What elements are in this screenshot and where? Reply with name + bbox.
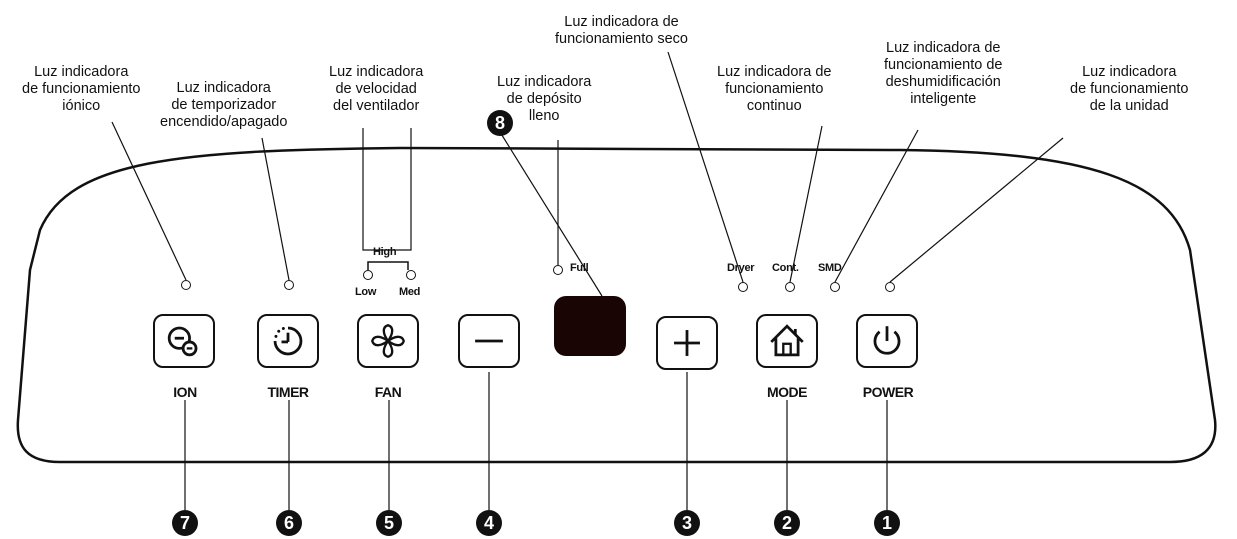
number-marker: 2	[774, 510, 800, 536]
leader-continuous	[789, 125, 823, 283]
timer-icon	[273, 326, 303, 356]
callout-line: Luz indicadora de	[717, 64, 832, 80]
minus-button[interactable]	[458, 314, 520, 368]
callout-line: del ventilador	[333, 98, 420, 114]
ion-button[interactable]	[153, 314, 215, 368]
power-button[interactable]	[856, 314, 918, 368]
leader-dryer	[667, 51, 744, 283]
callout-line: funcionamiento	[725, 81, 824, 97]
callout-timer-indicator: Luz indicadora de temporizador encendido…	[160, 80, 287, 131]
leader-timer	[261, 137, 290, 281]
cont-label: Cont.	[772, 262, 799, 274]
fan-med-label: Med	[399, 286, 421, 298]
callout-line: Luz indicadora	[176, 80, 271, 96]
callout-full-indicator: Luz indicadora de depósito lleno	[497, 74, 591, 125]
callout-line: Luz indicadora de	[886, 40, 1001, 56]
callout-line: deshumidificación	[885, 74, 1001, 90]
minus-icon	[475, 339, 503, 343]
callout-line: iónico	[62, 98, 101, 114]
fan-low-led	[363, 270, 373, 280]
fan-icon	[371, 324, 405, 358]
callout-line: de funcionamiento	[1070, 81, 1189, 97]
number-marker: 4	[476, 510, 502, 536]
callout-line: de funcionamiento	[22, 81, 141, 97]
fan-button[interactable]	[357, 314, 419, 368]
dryer-label: Dryer	[727, 262, 755, 274]
number-marker: 6	[276, 510, 302, 536]
mode-button[interactable]	[756, 314, 818, 368]
callout-line: de temporizador	[171, 97, 277, 113]
fan-low-label: Low	[355, 286, 377, 298]
ionic-led	[181, 280, 191, 290]
number-marker: 7	[172, 510, 198, 536]
callout-line: de velocidad	[335, 81, 417, 97]
leader-num-8	[499, 131, 603, 297]
callout-line: funcionamiento seco	[555, 31, 688, 47]
leader-ionic	[111, 121, 187, 281]
plus-button[interactable]	[656, 316, 718, 370]
cont-led	[785, 282, 795, 292]
number-marker: 3	[674, 510, 700, 536]
full-led	[553, 265, 563, 275]
power-icon	[873, 326, 901, 355]
home-icon	[770, 324, 804, 357]
callout-line: Luz indicadora de	[564, 14, 679, 30]
mode-label: MODE	[767, 384, 808, 400]
fan-high-label: High	[373, 246, 397, 258]
plus-icon	[674, 330, 700, 356]
power-label: POWER	[862, 384, 914, 400]
number-marker: 8	[487, 110, 513, 136]
callout-line: funcionamiento de	[884, 57, 1003, 73]
unit-led	[885, 282, 895, 292]
ion-icon	[167, 326, 198, 357]
callout-line: Luz indicadora	[1082, 64, 1177, 80]
callout-line: lleno	[528, 108, 560, 124]
leader-unit	[889, 137, 1064, 283]
ion-label: ION	[173, 384, 197, 400]
timer-led	[284, 280, 294, 290]
callout-continuous-indicator: Luz indicadora de funcionamiento continu…	[717, 64, 831, 115]
leader-smart	[834, 129, 919, 283]
dryer-led	[738, 282, 748, 292]
callout-line: de depósito	[506, 91, 582, 107]
full-label: Full	[570, 262, 589, 274]
timer-button[interactable]	[257, 314, 319, 368]
callout-line: inteligente	[910, 91, 977, 107]
display-screen	[554, 296, 626, 356]
callout-line: Luz indicadora	[34, 64, 129, 80]
number-marker: 5	[376, 510, 402, 536]
fan-med-led	[406, 270, 416, 280]
callout-dryer-indicator: Luz indicadora de funcionamiento seco	[555, 14, 688, 48]
timer-label: TIMER	[267, 384, 309, 400]
callout-fan-indicator: Luz indicadora de velocidad del ventilad…	[329, 64, 423, 115]
callout-line: Luz indicadora	[329, 64, 424, 80]
callout-line: encendido/apagado	[160, 114, 288, 130]
smd-label: SMD	[818, 262, 842, 274]
fan-label: FAN	[374, 384, 402, 400]
callout-line: Luz indicadora	[497, 74, 592, 90]
smd-led	[830, 282, 840, 292]
high-bracket	[367, 261, 409, 270]
callout-unit-indicator: Luz indicadora de funcionamiento de la u…	[1070, 64, 1189, 115]
callout-smart-indicator: Luz indicadora de funcionamiento de desh…	[884, 40, 1003, 108]
callout-line: continuo	[746, 98, 802, 114]
panel-outline	[16, 146, 1217, 464]
callout-line: de la unidad	[1089, 98, 1169, 114]
number-marker: 1	[874, 510, 900, 536]
leader-fan	[362, 128, 412, 251]
callout-ionic-indicator: Luz indicadora de funcionamiento iónico	[22, 64, 141, 115]
